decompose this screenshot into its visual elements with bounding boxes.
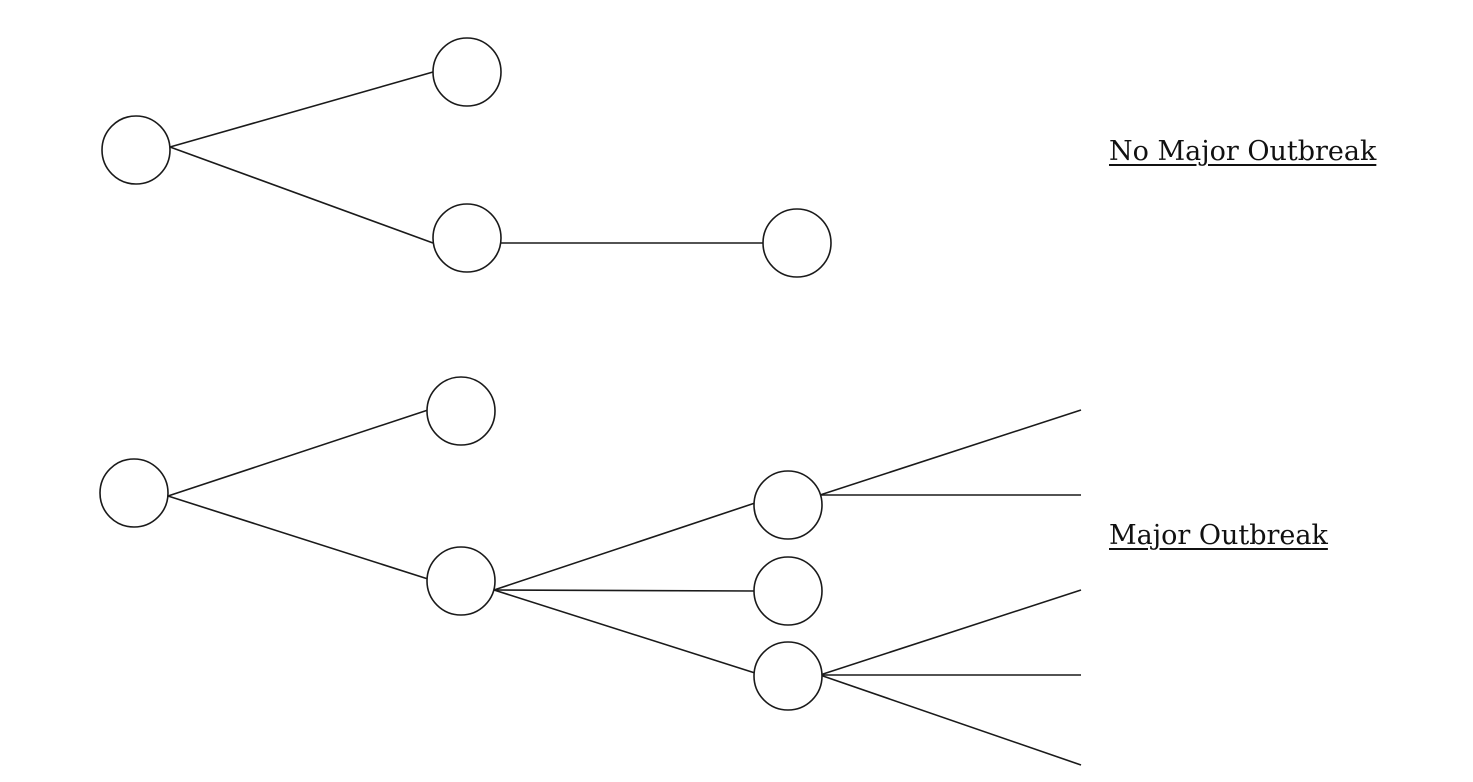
tree2-root-node xyxy=(99,458,169,528)
major-outbreak-label: Major Outbreak xyxy=(1109,520,1328,551)
tree2-grandchild-lower-node xyxy=(753,641,823,711)
edge-lower-child-to-grandchild-upper xyxy=(493,502,756,591)
edge-root-to-upper-child xyxy=(167,409,429,497)
tree1-lower-child-node xyxy=(432,203,502,273)
edge-root-to-lower-child xyxy=(169,146,434,244)
edge-lower-child-to-grandchild-middle xyxy=(493,589,756,592)
open-branch-lower-1 xyxy=(819,589,1082,676)
open-branch-upper-1 xyxy=(819,409,1082,496)
edge-lower-child-to-grandchild-lower xyxy=(493,589,756,674)
no-major-outbreak-label: No Major Outbreak xyxy=(1109,136,1377,167)
edge-root-to-upper-child xyxy=(169,71,434,148)
tree2-upper-child-node xyxy=(426,376,496,446)
tree2-grandchild-upper-node xyxy=(753,470,823,540)
tree-no-major-outbreak xyxy=(101,37,832,278)
tree2-lower-child-node xyxy=(426,546,496,616)
tree1-upper-child-node xyxy=(432,37,502,107)
tree2-grandchild-middle-node xyxy=(753,556,823,626)
tree1-root-node xyxy=(101,115,171,185)
edge-root-to-lower-child xyxy=(167,495,429,580)
tree-major-outbreak xyxy=(99,376,1082,766)
tree1-grandchild-node xyxy=(762,208,832,278)
open-branch-lower-3 xyxy=(819,674,1082,766)
